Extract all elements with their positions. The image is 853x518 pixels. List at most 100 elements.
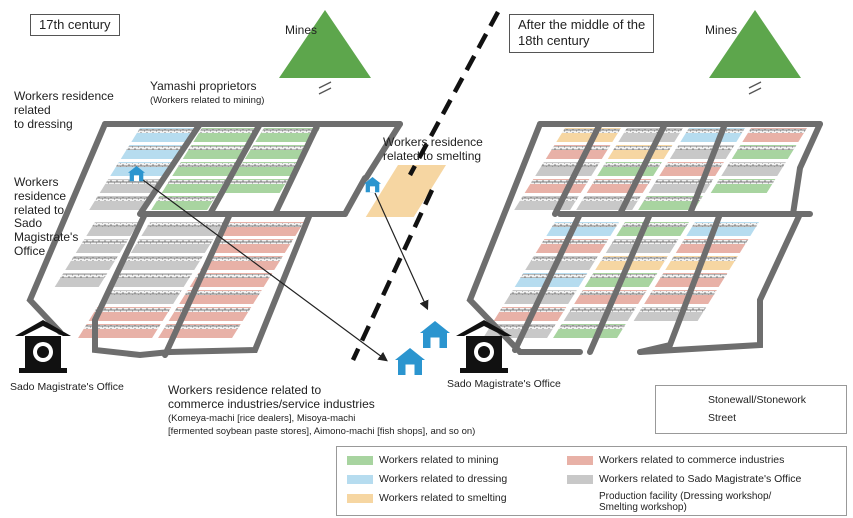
stonewall-mark (569, 308, 636, 312)
stonewall-mark (126, 146, 185, 150)
stonewall-mark (488, 325, 556, 329)
stonewall-mark (530, 180, 589, 184)
stonewall-mark (104, 291, 182, 295)
emblem-core (37, 346, 49, 358)
mines-label-left: Mines (285, 23, 318, 37)
stonewall-mark (561, 129, 621, 133)
street-segment (466, 121, 583, 355)
legend-smelting: Workers related to smelting (379, 492, 507, 504)
stonewall-mark (177, 163, 237, 167)
office-base (19, 368, 67, 373)
office-label-left: Sado Magistrate's Office (10, 381, 124, 393)
production-facility-icon (128, 166, 145, 182)
road-break-icon (748, 81, 762, 95)
stonewall-mark (198, 129, 258, 133)
house-body (364, 177, 381, 193)
stonewall-mark (621, 223, 689, 227)
street-segment (637, 211, 805, 355)
stonewall-mark (716, 180, 775, 184)
stonewall-mark (540, 163, 600, 167)
magistrate-office-icon (456, 320, 512, 373)
house-door (133, 175, 140, 182)
street-segment (207, 121, 263, 217)
street-segment (363, 121, 403, 181)
stonewall-mark (70, 257, 118, 261)
stonewall-mark (105, 180, 164, 184)
period-17th-century: 17th century (30, 14, 120, 37)
sado-swatch (567, 475, 593, 484)
yamashi-title: Yamashi proprietors (150, 79, 257, 93)
street-segment (617, 121, 668, 217)
office-label-right: Sado Magistrate's Office (447, 378, 561, 390)
stonewall-mark (205, 257, 283, 261)
stonewall-mark (726, 163, 786, 167)
stonewall-mark (737, 146, 796, 150)
stonewall-mark (125, 257, 203, 261)
period-18th-century: After the middle of the 18th century (509, 14, 655, 53)
stonewall-mark (611, 240, 678, 244)
stonewall-mark (600, 257, 668, 261)
stonewall-mark (167, 180, 226, 184)
stonewall-mark (649, 291, 717, 295)
divider-line (408, 10, 500, 177)
stonewall-mark (239, 163, 299, 167)
emblem-core (478, 346, 490, 358)
stonewall-mark (115, 163, 175, 167)
stonewall-mark (188, 146, 247, 150)
stonewall-mark (146, 223, 224, 227)
mountain-icon (709, 10, 801, 78)
stonewall-mark (675, 146, 734, 150)
stonewall-mark (691, 223, 759, 227)
street-segment (137, 121, 203, 217)
street-legend-label: Street (708, 412, 737, 424)
stonewall-mark (623, 129, 683, 133)
stonewall-mark (83, 325, 161, 329)
stonewall-mark (94, 197, 154, 201)
stonewall-mark (592, 180, 651, 184)
smelting-residence-label: Workers residence related to smelting (383, 135, 483, 163)
stonewall-mark (519, 197, 579, 201)
symbol-legend: Stonewall/Stonework Street (655, 385, 847, 434)
smelting-area (365, 165, 446, 217)
stonewall-mark (156, 197, 216, 201)
stonewall-mark (226, 223, 304, 227)
magistrate-office-icon (15, 320, 71, 373)
yamashi-subtitle: (Workers related to mining) (150, 95, 265, 106)
street-segment (92, 211, 173, 359)
legend-commerce: Workers related to commerce industries (599, 454, 785, 466)
stonewall-mark (136, 129, 196, 133)
stonewall-mark (216, 240, 293, 244)
divider-line (350, 189, 435, 361)
mountain-icon (279, 10, 371, 78)
stonewall-mark (643, 197, 703, 201)
stonewall-mark (530, 257, 598, 261)
stonewall-mark (163, 325, 241, 329)
stonewall-mark (602, 163, 662, 167)
street-segment (272, 121, 321, 217)
stonewall-mark (747, 129, 807, 133)
roof (15, 320, 71, 336)
production-facility-icon (395, 348, 425, 375)
production-facility-icon (420, 321, 450, 348)
stonewall-mark (250, 146, 309, 150)
roof (456, 320, 512, 336)
dressing-swatch (347, 475, 373, 484)
stonewall-mark (639, 308, 706, 312)
stonewall-mark (229, 180, 288, 184)
arrow-dressing (142, 179, 388, 362)
smelting-swatch (347, 494, 373, 503)
house-body (395, 348, 425, 375)
color-legend: Workers related to mining Workers relate… (336, 446, 847, 516)
street-segment (26, 121, 108, 335)
stonewall-mark (184, 291, 262, 295)
stonewall-mark (60, 274, 107, 278)
house-door (405, 364, 415, 375)
house-body (420, 321, 450, 348)
stonewall-mark (558, 325, 626, 329)
street-segment (552, 121, 603, 217)
stonewall-mark (664, 163, 724, 167)
house-body (128, 166, 145, 182)
office-base (460, 368, 508, 373)
mining-swatch (347, 456, 373, 465)
